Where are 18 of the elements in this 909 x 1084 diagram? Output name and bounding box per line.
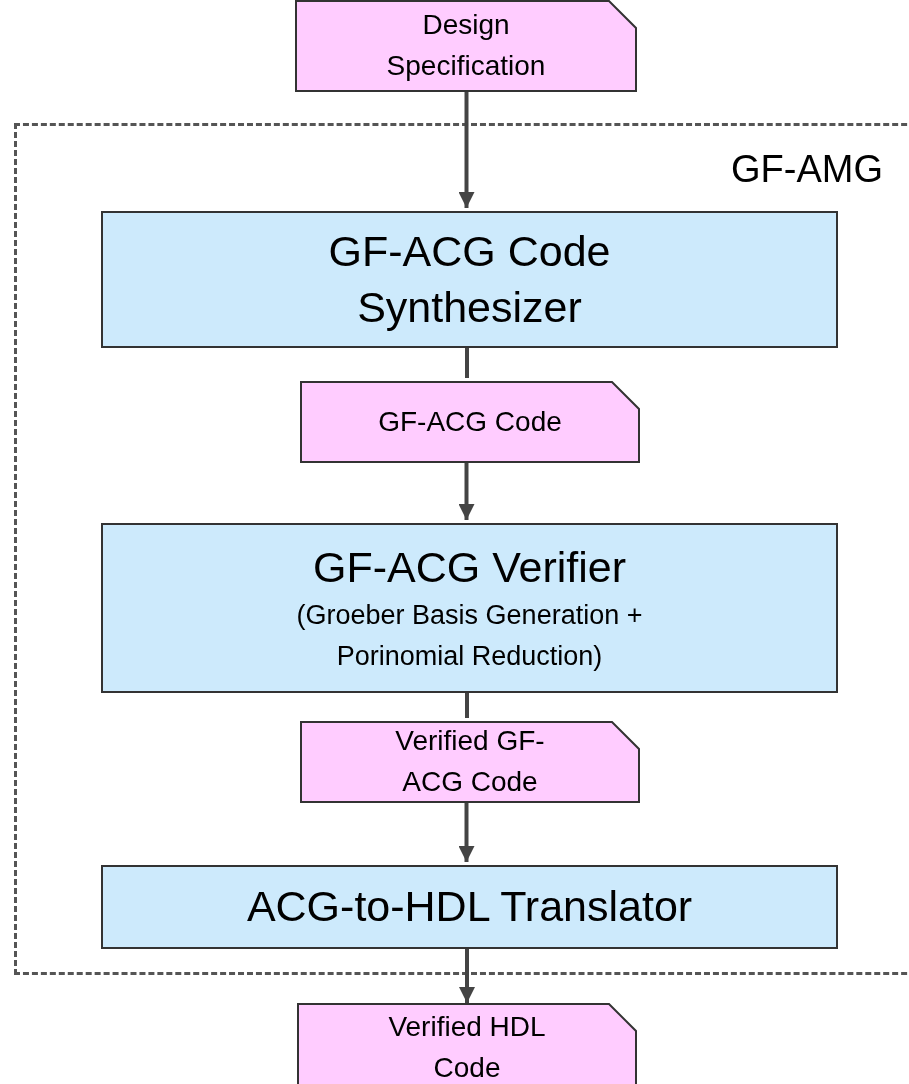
group-boundary bbox=[14, 123, 909, 975]
document-label: Design Specification bbox=[385, 8, 547, 83]
process-title: ACG-to-HDL Translator bbox=[246, 881, 693, 933]
document-shape bbox=[300, 721, 640, 803]
process-title: GF-ACG Verifier bbox=[313, 541, 626, 593]
group-title: GF-AMG bbox=[731, 148, 883, 191]
document-label: GF-ACG Code bbox=[378, 404, 562, 439]
process-box bbox=[101, 523, 838, 693]
process-box bbox=[101, 865, 838, 949]
process-box bbox=[101, 211, 838, 348]
document-shape bbox=[295, 0, 637, 92]
document-shape bbox=[300, 381, 640, 463]
process-title: GF-ACG Code Synthesizer bbox=[327, 225, 612, 333]
arrow bbox=[458, 92, 475, 208]
document-label: Verified GF-ACG Code bbox=[394, 724, 546, 799]
document-shape bbox=[297, 1003, 637, 1084]
document-label: Verified HDL Code bbox=[387, 1010, 547, 1084]
process-description: (Groeber Basis Generation + Porinomial Reduction) bbox=[295, 599, 644, 673]
